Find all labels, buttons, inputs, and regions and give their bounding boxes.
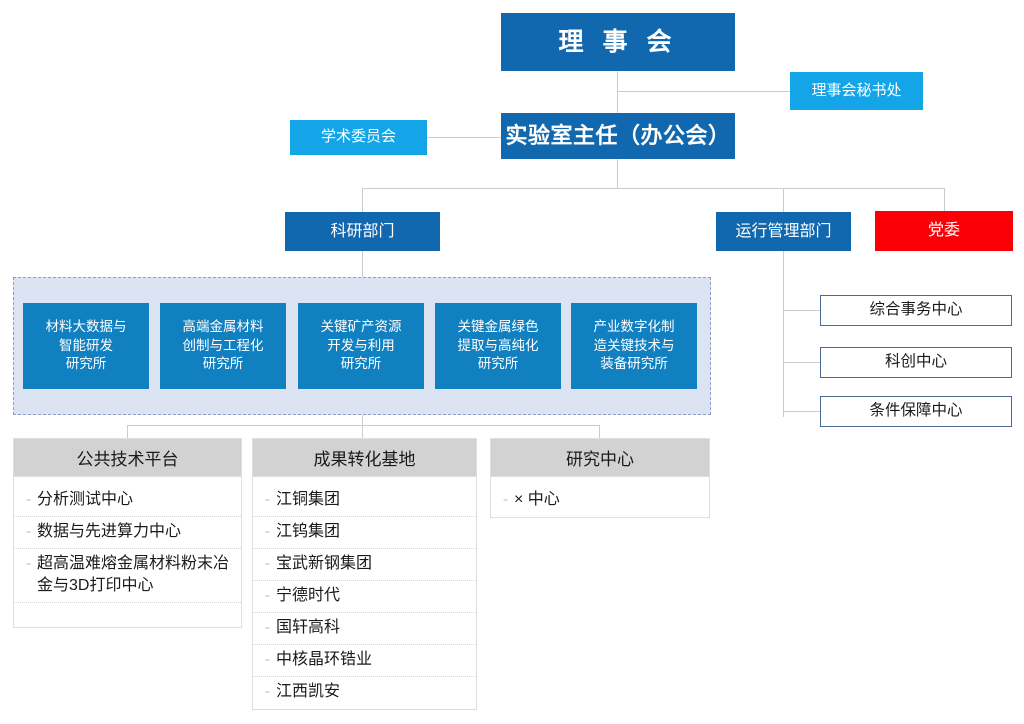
connector-bus-to-party: [944, 188, 946, 212]
connector-trunk-panel-3: [599, 425, 601, 438]
node-research-department-label: 科研部门: [330, 222, 395, 240]
connector-operations-child-1: [783, 310, 820, 312]
node-board-of-directors[interactable]: 理 事 会: [501, 13, 735, 71]
panel-achievement-transformation-base-title: 成果转化基地: [253, 439, 476, 477]
node-institute-3[interactable]: 关键矿产资源 开发与利用 研究所: [298, 303, 424, 389]
node-institute-5-label: 产业数字化制 造关键技术与 装备研究所: [593, 319, 675, 372]
node-institute-4-label: 关键金属绿色 提取与高纯化 研究所: [457, 319, 539, 372]
panel-public-tech-platform: 公共技术平台 - 分析测试中心 - 数据与先进算力中心 - 超高温难熔金属材料粉…: [13, 438, 242, 628]
panel-public-tech-platform-body: - 分析测试中心 - 数据与先进算力中心 - 超高温难熔金属材料粉末冶金与3D打…: [14, 477, 241, 604]
bullet-dash-icon: -: [265, 651, 270, 669]
node-board-label: 理 事 会: [558, 27, 678, 56]
list-item[interactable]: - 江钨集团: [253, 517, 476, 550]
connector-main-bus: [362, 188, 945, 190]
node-board-secretariat[interactable]: 理事会秘书处: [790, 72, 923, 110]
list-item[interactable]: - × 中心: [491, 485, 709, 516]
list-item-label: 宁德时代: [276, 587, 341, 605]
node-innovation-center-label: 科创中心: [884, 353, 947, 371]
panel-research-center-title: 研究中心: [491, 439, 709, 477]
connector-bus-to-research: [362, 188, 364, 212]
list-item-label: 分析测试中心: [37, 491, 134, 508]
list-item[interactable]: - 宁德时代: [253, 581, 476, 614]
bullet-dash-icon: -: [265, 683, 270, 701]
bullet-dash-icon: -: [265, 523, 270, 541]
list-item[interactable]: - 宝武新钢集团: [253, 549, 476, 582]
list-item[interactable]: - 中核晶环锆业: [253, 645, 476, 678]
connector-research-to-institutes: [362, 251, 364, 278]
list-item-label: 江钨集团: [276, 523, 341, 541]
node-secretariat-label: 理事会秘书处: [811, 81, 902, 99]
list-item-label: 数据与先进算力中心: [37, 523, 182, 541]
list-item[interactable]: - 江铜集团: [253, 485, 476, 518]
connector-operations-child-3: [783, 411, 820, 413]
list-item[interactable]: - 国轩高科: [253, 613, 476, 646]
bullet-dash-icon: -: [26, 491, 31, 508]
bullet-dash-icon: -: [265, 587, 270, 605]
node-institute-2[interactable]: 高端金属材料 创制与工程化 研究所: [160, 303, 286, 389]
bullet-dash-icon: -: [265, 619, 270, 637]
node-party-committee[interactable]: 党委: [875, 211, 1013, 251]
node-institute-3-label: 关键矿产资源 开发与利用 研究所: [320, 319, 402, 372]
connector-director-to-bus: [617, 159, 619, 188]
connector-trunk-panel-1: [127, 425, 129, 438]
panel-achievement-transformation-base-body: - 江铜集团 - 江钨集团 - 宝武新钢集团 - 宁德时代 - 国轩高科 - 中…: [253, 477, 476, 710]
list-item-label: × 中心: [514, 491, 560, 508]
bullet-dash-icon: -: [26, 555, 31, 573]
connector-operations-spine: [783, 251, 785, 417]
node-academic-committee-label: 学术委员会: [320, 128, 396, 146]
panel-achievement-transformation-base: 成果转化基地 - 江铜集团 - 江钨集团 - 宝武新钢集团 - 宁德时代 - 国…: [252, 438, 477, 710]
list-item-label: 江西凯安: [276, 683, 341, 701]
node-institute-4[interactable]: 关键金属绿色 提取与高纯化 研究所: [435, 303, 561, 389]
node-innovation-center[interactable]: 科创中心: [820, 347, 1012, 378]
node-research-department[interactable]: 科研部门: [285, 212, 440, 251]
connector-institutes-to-panels-trunk: [362, 415, 364, 438]
connector-to-secretariat: [617, 91, 791, 93]
bullet-dash-icon: -: [503, 491, 508, 508]
node-operations-department-label: 运行管理部门: [735, 222, 832, 240]
list-item-label: 中核晶环锆业: [276, 651, 373, 669]
list-item-label: 超高温难熔金属材料粉末冶金与3D打印中心: [37, 555, 230, 595]
node-institute-1[interactable]: 材料大数据与 智能研发 研究所: [23, 303, 149, 389]
bullet-dash-icon: -: [265, 555, 270, 573]
connector-panels-bus: [127, 425, 600, 427]
list-item[interactable]: - 江西凯安: [253, 677, 476, 710]
list-item[interactable]: - 数据与先进算力中心: [14, 517, 241, 550]
connector-bus-to-operations: [783, 188, 785, 212]
node-general-affairs-center-label: 综合事务中心: [869, 301, 963, 319]
panel-research-center: 研究中心 - × 中心: [490, 438, 710, 518]
node-academic-committee[interactable]: 学术委员会: [290, 120, 427, 155]
list-item[interactable]: - 超高温难熔金属材料粉末冶金与3D打印中心: [14, 549, 241, 604]
node-institute-5[interactable]: 产业数字化制 造关键技术与 装备研究所: [571, 303, 697, 389]
bullet-dash-icon: -: [26, 523, 31, 541]
node-support-center-label: 条件保障中心: [869, 402, 963, 420]
node-general-affairs-center[interactable]: 综合事务中心: [820, 295, 1012, 326]
list-item-label: 国轩高科: [276, 619, 341, 637]
node-lab-director[interactable]: 实验室主任（办公会）: [501, 113, 735, 159]
connector-academic-to-director: [427, 137, 502, 139]
connector-operations-child-2: [783, 362, 820, 364]
list-item-label: 宝武新钢集团: [276, 555, 373, 573]
list-item-label: 江铜集团: [276, 491, 341, 508]
node-institute-2-label: 高端金属材料 创制与工程化 研究所: [182, 319, 264, 372]
panel-public-tech-platform-title: 公共技术平台: [14, 439, 241, 477]
panel-research-center-body: - × 中心: [491, 477, 709, 516]
connector-board-to-director: [617, 71, 619, 121]
node-support-center[interactable]: 条件保障中心: [820, 396, 1012, 427]
node-institute-1-label: 材料大数据与 智能研发 研究所: [45, 319, 127, 372]
node-lab-director-label: 实验室主任（办公会）: [505, 122, 731, 148]
node-operations-department[interactable]: 运行管理部门: [716, 212, 851, 251]
node-party-committee-label: 党委: [927, 222, 960, 240]
list-item[interactable]: - 分析测试中心: [14, 485, 241, 518]
bullet-dash-icon: -: [265, 491, 270, 508]
